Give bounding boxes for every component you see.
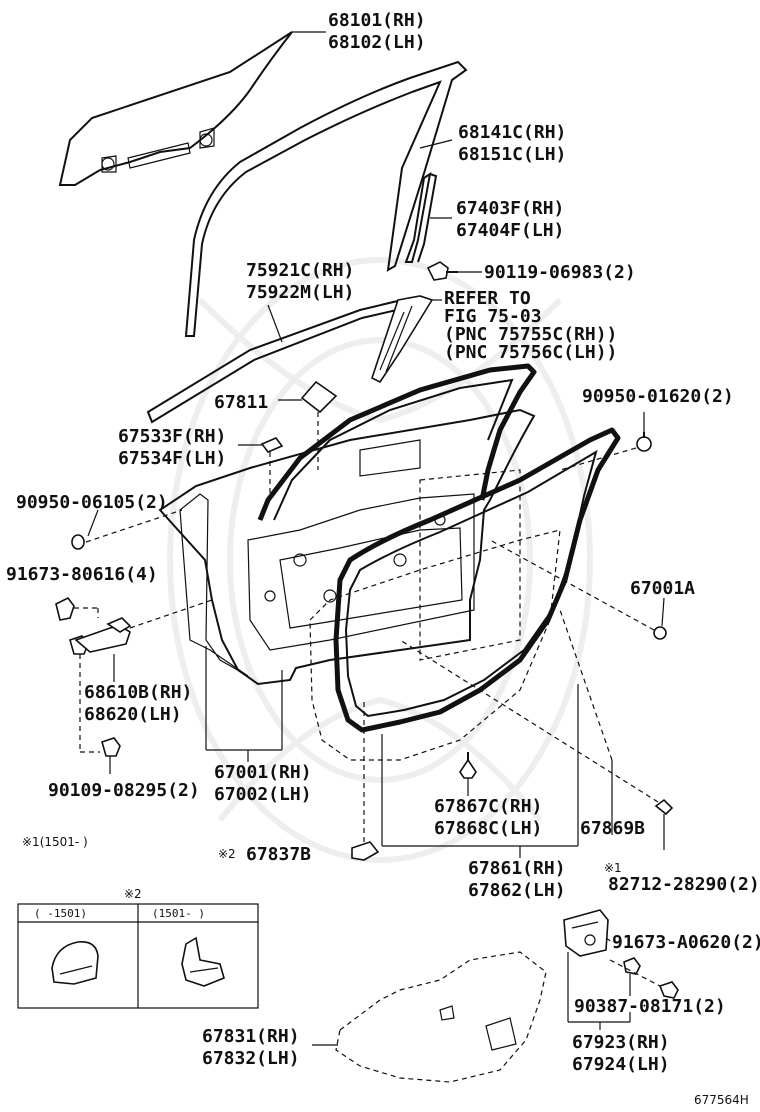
plug-icon[interactable] (71, 534, 85, 550)
watermark-emblem (167, 257, 593, 863)
label-refer-3: (PNC 75755C(RH)) (444, 324, 617, 345)
label-lock-lh: 67924(LH) (572, 1054, 670, 1075)
label-bolt-08295: 90109-08295(2) (48, 780, 200, 801)
label-hinge-rh: 68610B(RH) (84, 682, 192, 703)
clip-67867c-icon[interactable] (459, 752, 477, 779)
label-grommet-67837b: 67837B (246, 844, 311, 865)
clip-90950-01620-icon[interactable] (636, 432, 652, 452)
label-hole-lh: 67534F(LH) (118, 448, 226, 469)
hinge-bolts-icon[interactable] (55, 596, 89, 655)
hole-cover-icon[interactable] (260, 437, 284, 453)
door-weatherstrip[interactable] (333, 427, 621, 733)
label-belt-rh: 75921C(RH) (246, 260, 354, 281)
service-hole-cover[interactable] (335, 951, 547, 1083)
label-refer-1: REFER TO (444, 288, 531, 309)
label-service-67869b: 67869B (580, 818, 645, 839)
label-wstrip-lh: 67862(LH) (468, 880, 566, 901)
label-lock-rh: 67923(RH) (572, 1032, 670, 1053)
label-inset-title: ※2 (124, 887, 142, 901)
label-run-rh: 68141C(RH) (458, 122, 566, 143)
label-hole-rh: 67533F(RH) (118, 426, 226, 447)
bolt-90119-icon[interactable] (426, 261, 458, 281)
label-note2-mark: ※2 (218, 847, 236, 861)
door-lock[interactable] (563, 909, 609, 957)
callout-labels: 68101(RH) 68102(LH) 68141C(RH) 68151C(LH… (6, 10, 760, 1107)
window-frame-molding[interactable] (184, 60, 468, 337)
label-plug-06105: 90950-06105(2) (16, 492, 168, 513)
cover-67001a-icon[interactable] (653, 626, 667, 640)
door-trim-outline (309, 469, 561, 761)
label-clip-01620: 90950-01620(2) (582, 386, 734, 407)
label-bolt-06983: 90119-06983(2) (484, 262, 636, 283)
label-note1: ※1(1501- ) (22, 835, 88, 849)
label-channel-lh: 67404F(LH) (456, 220, 564, 241)
label-panel-lh: 67002(LH) (214, 784, 312, 805)
label-glass-lh: 68102(LH) (328, 32, 426, 53)
pillar-garnish-ref (371, 295, 434, 384)
label-cover-rh: 67831(RH) (202, 1026, 300, 1047)
label-cover-lh: 67832(LH) (202, 1048, 300, 1069)
label-bolt-a0620: 91673-A0620(2) (612, 932, 760, 953)
label-channel-rh: 67403F(RH) (456, 198, 564, 219)
label-panel-rh: 67001(RH) (214, 762, 312, 783)
label-wstrip-rh: 67861(RH) (468, 858, 566, 879)
sensor-icon[interactable] (654, 798, 674, 816)
label-refer-2: FIG 75-03 (444, 306, 542, 327)
inset-variant-box (17, 903, 259, 1009)
grommet-variant-new-icon (181, 936, 225, 987)
label-note1-mark: ※1 (604, 861, 622, 875)
door-panel[interactable] (158, 363, 537, 686)
label-bolt-80616: 91673-80616(4) (6, 564, 158, 585)
diagram-id: 677564H (694, 1093, 749, 1107)
rear-glass-channel[interactable] (404, 171, 438, 263)
label-hinge-lh: 68620(LH) (84, 704, 182, 725)
label-screw-08171: 90387-08171(2) (574, 996, 726, 1017)
label-glass-rh: 68101(RH) (328, 10, 426, 31)
label-belt-lh: 75922M(LH) (246, 282, 354, 303)
door-glass[interactable] (58, 31, 293, 186)
label-inset-col2: (1501- ) (152, 907, 205, 920)
lock-bolts-icon[interactable] (623, 957, 679, 999)
label-seal-67811: 67811 (214, 392, 268, 413)
label-cover-67001a: 67001A (630, 578, 695, 599)
label-clip-rh: 67867C(RH) (434, 796, 542, 817)
door-hinge[interactable] (74, 617, 132, 653)
label-inset-col1: ( -1501) (34, 907, 87, 920)
label-run-lh: 68151C(LH) (458, 144, 566, 165)
seal-67811-icon[interactable] (300, 380, 338, 414)
bolt-90109-icon[interactable] (101, 737, 121, 757)
label-sensor-28290: 82712-28290(2) (608, 874, 760, 895)
label-refer-4: (PNC 75756C(LH)) (444, 342, 617, 363)
grommet-variant-old-icon (51, 940, 99, 985)
label-clip-lh: 67868C(LH) (434, 818, 542, 839)
grommet-67837b-icon[interactable] (351, 841, 380, 861)
